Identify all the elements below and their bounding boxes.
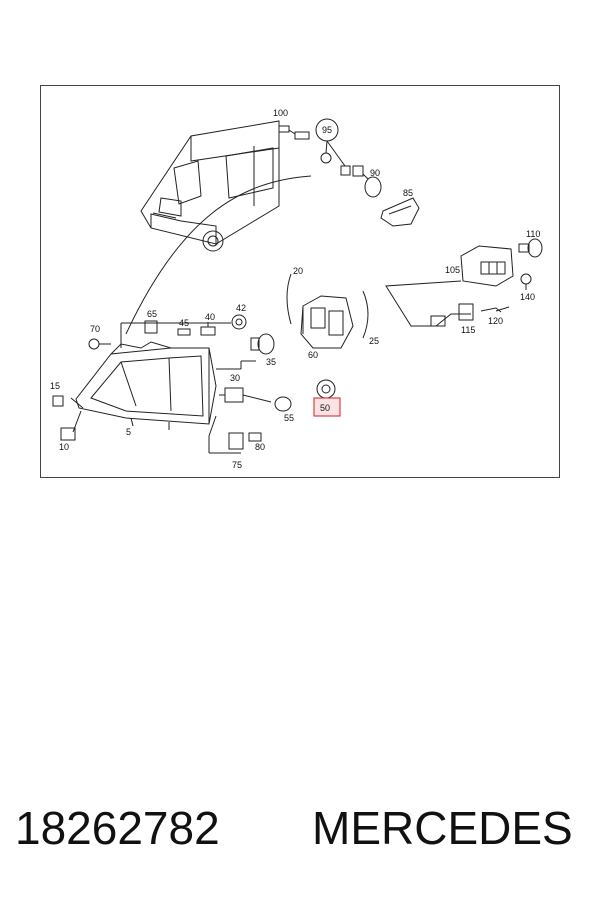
parts-diagram-frame: 100 95 90 85 110 105 140 115 120 20 25 6… <box>40 85 560 478</box>
connector-block <box>430 315 446 327</box>
bulb-140-icon <box>520 273 532 290</box>
bulb-100-icon <box>278 125 310 140</box>
callout-35: 35 <box>266 357 276 367</box>
marker-lamp-105 <box>460 245 514 287</box>
connector-115 <box>458 303 474 321</box>
part-number: 18262782 <box>15 802 220 854</box>
callout-40: 40 <box>205 312 215 322</box>
callout-75: 75 <box>232 460 242 470</box>
callout-65: 65 <box>147 309 157 319</box>
callout-42: 42 <box>236 303 246 313</box>
callout-50: 50 <box>320 403 330 413</box>
callout-25: 25 <box>369 336 379 346</box>
callout-labels: 100 95 90 85 110 105 140 115 120 20 25 6… <box>50 108 540 470</box>
callout-105: 105 <box>445 265 460 275</box>
brand-name: MERCEDES <box>312 802 573 854</box>
callout-95: 95 <box>322 125 332 135</box>
bulb-45-icon <box>177 328 191 336</box>
bulb-40-icon <box>200 322 216 336</box>
headlamp-exploded-diagram: 100 95 90 85 110 105 140 115 120 20 25 6… <box>50 108 543 470</box>
highlight-box-50 <box>313 397 341 417</box>
callout-80: 80 <box>255 442 265 452</box>
socket-42-icon <box>231 314 247 330</box>
callout-140: 140 <box>520 292 535 302</box>
footer-caption: 18262782 MERCEDES <box>0 795 600 865</box>
leader-lines <box>70 322 272 454</box>
callout-70: 70 <box>90 324 100 334</box>
side-marker-lamp-85 <box>380 197 420 227</box>
callout-30: 30 <box>230 373 240 383</box>
part-10-clip <box>60 427 76 441</box>
bracket-20 <box>286 273 292 325</box>
bulb-55-icon <box>274 396 292 412</box>
bulb-90-icon <box>352 165 382 198</box>
callout-90: 90 <box>370 168 380 178</box>
bulb-110-icon <box>518 238 543 258</box>
van-illustration <box>140 120 280 252</box>
socket-50-icon <box>316 379 336 399</box>
bulb-35-icon <box>250 333 275 355</box>
part-15-clip <box>52 395 64 407</box>
bulb-95-socket-icon <box>320 140 351 176</box>
part-65-bracket <box>144 320 158 334</box>
callout-110: 110 <box>526 229 540 239</box>
wire-harness <box>385 280 471 327</box>
terminal-120 <box>480 306 510 313</box>
callout-45: 45 <box>179 318 189 328</box>
callout-115: 115 <box>461 325 475 335</box>
callout-20: 20 <box>293 266 303 276</box>
callout-15: 15 <box>50 381 60 391</box>
leader-van-to-lamp <box>125 175 312 335</box>
callout-10: 10 <box>59 442 69 452</box>
callout-100: 100 <box>273 108 288 118</box>
callout-85: 85 <box>403 188 413 198</box>
headlamp-assembly-5 <box>75 341 217 430</box>
module-75 <box>228 432 244 450</box>
module-30 <box>219 387 244 403</box>
adjuster-70 <box>88 338 111 350</box>
callout-55: 55 <box>284 413 294 423</box>
callout-120: 120 <box>488 316 503 326</box>
callout-60: 60 <box>308 350 318 360</box>
callout-5: 5 <box>126 427 131 437</box>
lamp-housing-60 <box>300 295 354 349</box>
bracket-25 <box>362 290 369 339</box>
part-80 <box>248 432 262 442</box>
